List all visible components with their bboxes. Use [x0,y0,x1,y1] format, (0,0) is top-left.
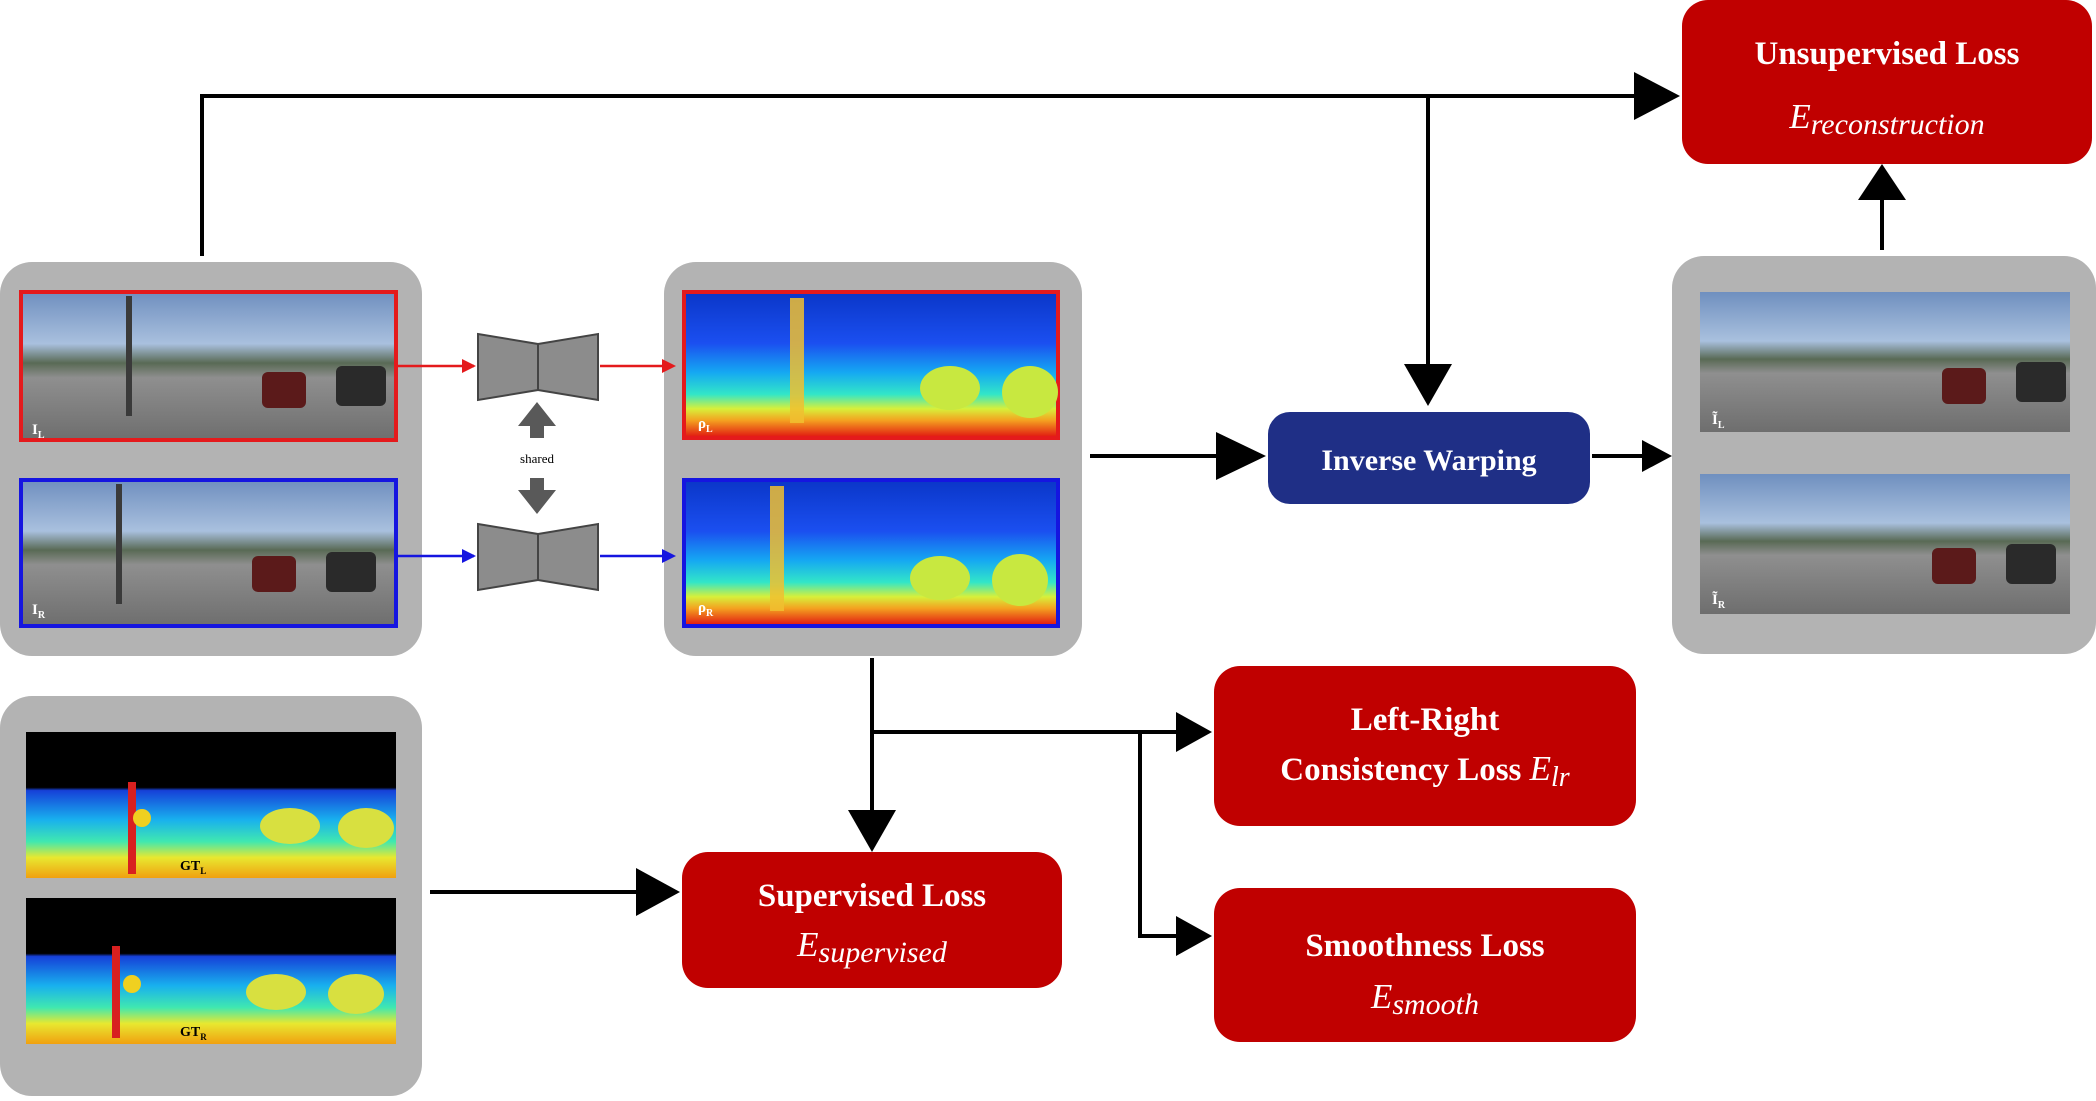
arrowhead-lr [1176,712,1212,752]
svg-text:Supervised Loss: Supervised Loss [758,878,986,914]
svg-text:IL: IL [32,422,45,441]
svg-text:Unsupervised Loss: Unsupervised Loss [1755,36,2020,72]
warped-right-image: ĨR [1700,474,2070,614]
line-branch-to-smooth [1138,732,1178,938]
disparity-left: ρL [682,290,1060,440]
svg-text:Esupervised: Esupervised [796,925,948,969]
svg-text:ĨR: ĨR [1712,590,1726,611]
svg-text:ĨL: ĨL [1712,410,1725,431]
svg-text:Consistency Loss Elr: Consistency Loss Elr [1280,749,1570,793]
encoder-decoder-left [477,332,599,402]
smoothness-loss-box: Smoothness Loss Esmooth [1214,888,1636,1042]
line-input-to-unsupervised [200,94,1640,256]
inverse-warping-box: Inverse Warping [1268,412,1590,504]
arrowhead-warping-left [1216,432,1266,480]
svg-text:GTL: GTL [180,859,206,876]
svg-text:GTR: GTR [180,1025,207,1042]
encoder-decoder-right [477,522,599,592]
right-image: IR [19,478,398,628]
ground-truth-left: GTL [26,732,396,878]
arrowhead-gt [636,868,680,916]
svg-text:IR: IR [32,602,46,621]
shared-label: shared [520,451,554,466]
left-right-consistency-loss-box: Left-Right Consistency Loss Elr [1214,666,1636,826]
arrowhead-unsupervised [1634,72,1680,120]
svg-text:Esmooth: Esmooth [1370,977,1479,1021]
svg-text:Ereconstruction: Ereconstruction [1788,97,1984,141]
svg-text:Inverse Warping: Inverse Warping [1321,444,1536,477]
ground-truth-right: GTR [26,898,396,1044]
arrowhead-up-unsupervised [1858,164,1906,200]
arrowhead-supervised [848,810,896,852]
svg-text:Left-Right: Left-Right [1351,702,1499,738]
unsupervised-loss-box: Unsupervised Loss Ereconstruction [1682,0,2092,164]
arrowhead-smooth [1176,916,1212,956]
shared-weights-arrow-icon: shared [518,402,556,514]
svg-text:ρR: ρR [698,600,714,619]
warped-left-image: ĨL [1700,292,2070,432]
arrowhead-warping-top [1404,364,1452,406]
left-image: IL [19,290,398,442]
arrowhead-warped [1642,440,1672,472]
svg-text:Smoothness Loss: Smoothness Loss [1305,928,1544,964]
supervised-loss-box: Supervised Loss Esupervised [682,852,1062,988]
svg-text:ρL: ρL [698,416,713,435]
disparity-right: ρR [682,478,1060,628]
